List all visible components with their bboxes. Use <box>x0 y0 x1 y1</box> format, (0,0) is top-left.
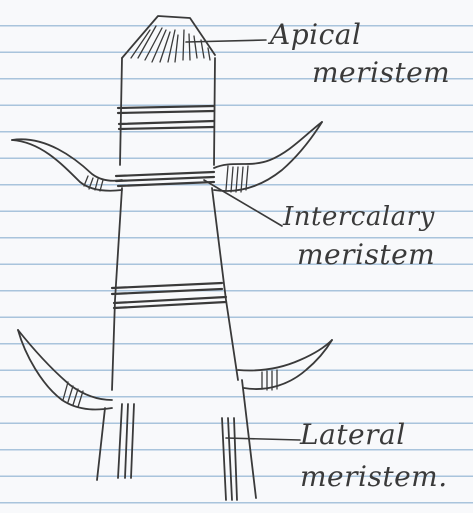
apical-pointer <box>186 40 266 42</box>
intercalary-label-line2: meristem <box>297 240 435 270</box>
upper-right-leaf <box>214 122 322 192</box>
apical-label-line2: meristem <box>312 58 450 88</box>
lateral-label-line1: Lateral <box>300 420 448 450</box>
apical-meristem-label: Apical meristem <box>270 20 450 88</box>
lateral-meristem-label: Lateral meristem. <box>300 420 448 492</box>
apical-label-line1: Apical <box>270 20 450 50</box>
intercalary-node <box>116 172 214 186</box>
lateral-label-line2: meristem. <box>300 462 448 492</box>
apical-tip <box>122 16 215 62</box>
upper-left-leaf <box>12 139 122 191</box>
lower-right-leaf <box>238 340 332 390</box>
lower-left-leaf <box>18 330 112 410</box>
intercalary-label-line1: Intercalary <box>283 202 435 232</box>
intercalary-meristem-label: Intercalary meristem <box>283 202 435 270</box>
lower-stem <box>112 188 238 390</box>
lateral-right-strand <box>222 380 256 500</box>
lateral-pointer <box>226 438 300 440</box>
lateral-left-strand <box>97 404 134 480</box>
upper-stem <box>118 58 215 165</box>
